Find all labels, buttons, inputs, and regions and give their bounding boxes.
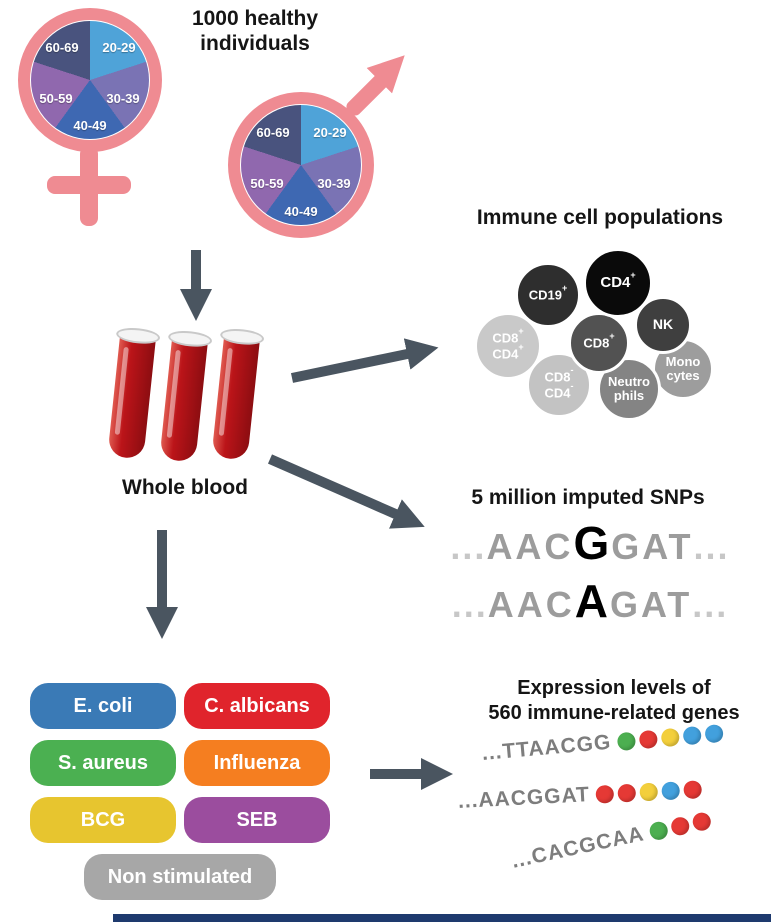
population-title: 1000 healthy individuals: [155, 6, 355, 56]
stimulus-s-aureus: S. aureus: [30, 740, 176, 786]
expression-level-dots: [595, 780, 703, 804]
expression-dot: [617, 783, 637, 803]
male-age-pie: [241, 105, 361, 225]
cell-cd4: CD4+: [583, 248, 653, 318]
male-pie-label-40-49: 40-49: [284, 204, 318, 219]
male-pie-label-50-59: 50-59: [250, 176, 284, 191]
stimulus-label: Non stimulated: [107, 865, 253, 888]
snp-variant-allele: A: [574, 575, 610, 627]
female-pie-label-30-39: 30-39: [106, 91, 140, 106]
arrow-blood-to-immune-cells: [290, 338, 439, 383]
male-pie-label-20-29: 20-29: [313, 125, 347, 140]
cell-cd8: CD8+: [568, 312, 630, 374]
gene-sequence-text: ...CACGCAA: [509, 822, 647, 873]
snp-sequence-alt: ...AACAGAT...: [451, 575, 729, 627]
male-pie-label-60-69: 60-69: [256, 125, 290, 140]
stimulus-label: BCG: [80, 808, 126, 831]
male-pie-label-30-39: 30-39: [317, 176, 351, 191]
cell-label: CD19+: [528, 283, 568, 303]
snp-variant-allele: G: [573, 517, 612, 569]
stimulus-non-stimulated: Non stimulated: [84, 854, 276, 900]
cell-label: phils: [613, 388, 645, 403]
expression-dot: [639, 782, 659, 802]
cell-label: CD8+: [492, 326, 524, 346]
population-title-line1: 1000 healthy: [191, 7, 319, 30]
female-pie-label-20-29: 20-29: [102, 40, 136, 55]
gene-sequence-text: ...TTAACGG: [480, 730, 613, 765]
cell-label: CD8+: [583, 331, 615, 351]
population-title-line2: individuals: [200, 32, 310, 56]
expression-dot: [683, 780, 703, 800]
snp-sequence-ref: ...AACGGAT...: [450, 517, 730, 569]
blood-tube-body: [107, 334, 156, 460]
cell-label: NK: [652, 316, 674, 333]
cell-label: CD8-: [544, 365, 574, 385]
stimulus-label: SEB: [236, 808, 278, 831]
expression-dot: [647, 820, 670, 842]
gene-sequence-row: ...AACGGAT: [457, 777, 703, 814]
cell-label: CD4-: [544, 380, 574, 401]
expression-dot: [660, 727, 680, 748]
stimulus-bcg: BCG: [30, 797, 176, 843]
expression-dot: [616, 731, 636, 752]
arrow-blood-to-snps: [267, 454, 425, 529]
cropped-panel-edge: [113, 914, 771, 922]
stimulus-seb: SEB: [184, 797, 330, 843]
stimulus-label: E. coli: [73, 694, 133, 717]
cell-monocytes: Mono cytes: [652, 338, 714, 400]
cell-label: CD4+: [492, 341, 524, 362]
cell-label: Mono: [665, 353, 701, 369]
expression-level-dots: [616, 723, 724, 752]
blood-tube: [207, 327, 265, 463]
snps-title: 5 million imputed SNPs: [471, 486, 705, 509]
expression-dot: [704, 723, 724, 744]
expression-title-line2: 560 immune-related genes: [488, 702, 740, 724]
stimulus-e-coli: E. coli: [30, 683, 176, 729]
expression-dot: [682, 725, 702, 746]
gene-sequence-row: ...TTAACGG: [481, 721, 724, 766]
female-pie-label-60-69: 60-69: [45, 40, 79, 55]
gene-sequence-row: ...CACGCAA: [510, 808, 713, 874]
stimulus-label: S. aureus: [57, 751, 149, 774]
blood-tube-body: [211, 335, 260, 461]
expression-title-line1: Expression levels of: [517, 677, 711, 699]
cell-cd19: CD19+: [515, 262, 581, 328]
whole-blood-label: Whole blood: [122, 476, 248, 499]
female-pie-label-40-49: 40-49: [73, 118, 107, 133]
expression-level-dots: [647, 811, 713, 842]
expression-title: Expression levels of 560 immune-related …: [458, 676, 770, 726]
cell-label: Neutro: [608, 373, 650, 389]
stimulus-label: C. albicans: [204, 694, 310, 717]
stimulus-influenza: Influenza: [184, 740, 330, 786]
stimulus-c-albicans: C. albicans: [184, 683, 330, 729]
expression-dot: [661, 781, 681, 801]
cell-label: cytes: [666, 368, 700, 383]
stimulus-label: Influenza: [213, 751, 301, 774]
expression-dot: [595, 784, 615, 804]
snp-sequences: ...AACGGAT... ...AACAGAT...: [420, 520, 760, 636]
female-pie-label-50-59: 50-59: [39, 91, 73, 106]
blood-tube: [103, 326, 161, 462]
blood-tube: [155, 329, 213, 465]
cell-label: CD4+: [600, 270, 636, 292]
expression-dot: [638, 729, 658, 750]
female-symbol-crossbar: [47, 176, 131, 194]
expression-dot: [669, 815, 691, 837]
female-age-pie: [31, 21, 149, 139]
immune-populations-title: Immune cell populations: [476, 206, 724, 229]
gene-sequence-text: ...AACGGAT: [457, 783, 591, 813]
blood-tube-body: [159, 337, 208, 463]
expression-dot: [690, 811, 713, 833]
